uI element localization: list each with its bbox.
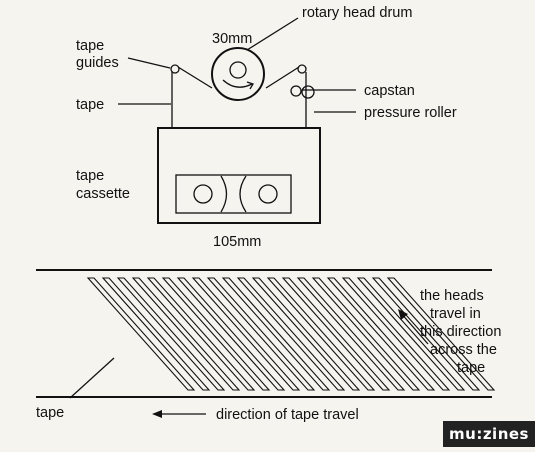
label-cassette-1: tape bbox=[76, 168, 104, 184]
label-heads-2: travel in bbox=[430, 306, 481, 322]
leader-tape-bottom bbox=[69, 357, 115, 399]
label-heads-3: this direction bbox=[420, 324, 501, 340]
label-heads-1: the heads bbox=[420, 288, 484, 304]
travel-direction-arrowhead bbox=[152, 410, 162, 418]
cassette-body bbox=[157, 127, 321, 224]
pressure-roller bbox=[301, 85, 315, 99]
label-rotary-head-drum: rotary head drum bbox=[302, 5, 412, 21]
tape-path-right bbox=[265, 66, 300, 89]
label-heads-4: across the bbox=[430, 342, 497, 358]
label-cassette-width: 105mm bbox=[213, 234, 261, 250]
helical-track bbox=[161, 277, 271, 391]
helical-track bbox=[101, 277, 211, 391]
tape-path bbox=[177, 66, 213, 89]
label-drum-size: 30mm bbox=[212, 31, 252, 47]
helical-track bbox=[176, 277, 286, 391]
capstan bbox=[290, 85, 302, 97]
tape-guide-right bbox=[297, 64, 307, 74]
helical-track bbox=[236, 277, 346, 391]
drum-rotation-arrow bbox=[222, 79, 253, 88]
label-heads-5: tape bbox=[457, 360, 485, 376]
reel-right bbox=[258, 184, 278, 204]
helical-track bbox=[281, 277, 391, 391]
helical-track bbox=[296, 277, 406, 391]
helical-track bbox=[251, 277, 361, 391]
leader-guides bbox=[127, 57, 171, 69]
drum-rotation-arrowhead bbox=[246, 81, 254, 90]
drum-spindle bbox=[229, 61, 247, 79]
label-cassette-2: cassette bbox=[76, 186, 130, 202]
heads-direction-arrow bbox=[399, 311, 429, 345]
helical-track bbox=[86, 277, 196, 391]
label-tape-guides-2: guides bbox=[76, 55, 119, 71]
label-direction-of-travel: direction of tape travel bbox=[216, 407, 359, 423]
label-pressure-roller: pressure roller bbox=[364, 105, 457, 121]
helical-track bbox=[386, 277, 496, 391]
label-tape-top: tape bbox=[76, 97, 104, 113]
helical-track bbox=[191, 277, 301, 391]
helical-track bbox=[206, 277, 316, 391]
helical-track bbox=[146, 277, 256, 391]
heads-direction-arrowhead bbox=[398, 309, 408, 320]
reel-left bbox=[193, 184, 213, 204]
helical-track bbox=[371, 277, 481, 391]
helical-track bbox=[131, 277, 241, 391]
label-capstan: capstan bbox=[364, 83, 415, 99]
helical-tracks bbox=[86, 277, 496, 391]
muzines-logo: mu:zines bbox=[443, 421, 535, 447]
tape-guide-left bbox=[170, 64, 180, 74]
helical-track bbox=[221, 277, 331, 391]
label-tape-guides-1: tape bbox=[76, 38, 104, 54]
helical-track bbox=[311, 277, 421, 391]
helical-track bbox=[326, 277, 436, 391]
rotary-head-drum bbox=[211, 47, 265, 101]
helical-track bbox=[116, 277, 226, 391]
helical-track bbox=[341, 277, 451, 391]
tape-winding-right bbox=[239, 175, 247, 213]
label-tape-bottom: tape bbox=[36, 405, 64, 421]
tape-winding-left bbox=[220, 175, 228, 213]
helical-track bbox=[356, 277, 466, 391]
cassette-window bbox=[175, 174, 292, 214]
helical-track bbox=[266, 277, 376, 391]
leader-drum bbox=[246, 17, 299, 51]
